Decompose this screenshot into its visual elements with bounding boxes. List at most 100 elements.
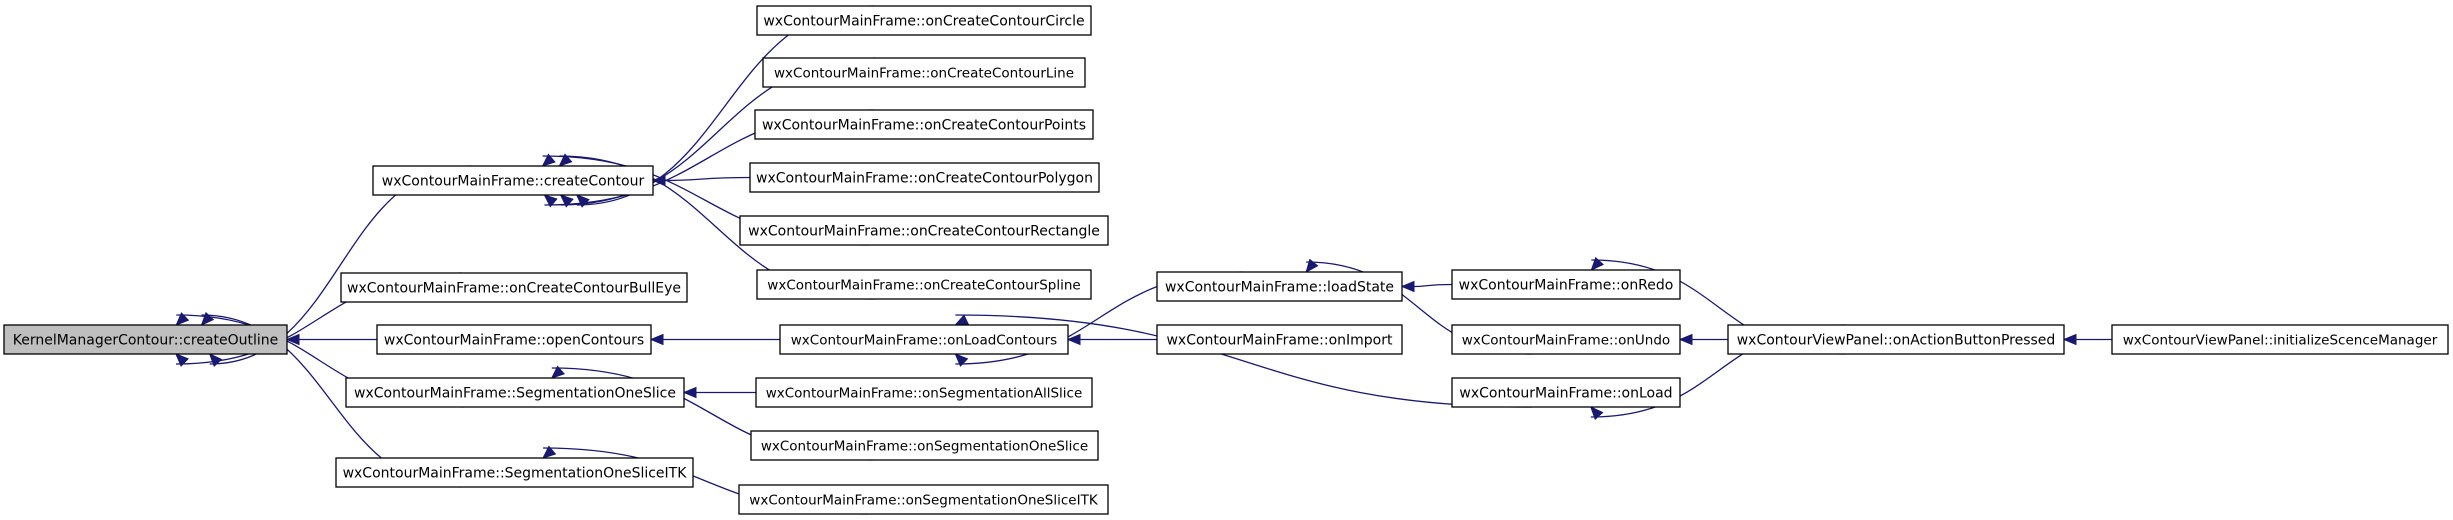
edge-line: [955, 314, 1532, 408]
node-box: [754, 109, 1094, 140]
edge-arrowhead: [1589, 406, 1604, 421]
node-box: [749, 162, 1100, 193]
node-label: wxContourMainFrame::onSegmentationOneSli…: [749, 493, 1099, 509]
edge-on-load-to-on-load-contours: [954, 314, 1532, 408]
node-initialize-scence-manager[interactable]: wxContourViewPanel::initializeScenceMana…: [2111, 324, 2449, 355]
node-box: [756, 5, 1092, 36]
node-create-contour[interactable]: wxContourMainFrame::createContour: [372, 165, 654, 196]
edge-arrowhead: [954, 314, 970, 326]
node-label: wxContourMainFrame::onCreateContourBullE…: [347, 281, 681, 297]
node-on-create-contour-points[interactable]: wxContourMainFrame::onCreateContourPoint…: [754, 109, 1094, 140]
edge-on-segmentation-all-slice-to-segmentation-one-slice: [682, 386, 757, 399]
node-box: [372, 165, 654, 196]
node-box: [756, 269, 1092, 300]
edge-arrowhead: [550, 365, 566, 379]
node-on-create-contour-spline[interactable]: wxContourMainFrame::onCreateContourSplin…: [756, 269, 1092, 300]
node-box: [755, 377, 1093, 408]
node-label: wxContourMainFrame::onCreateContourLine: [774, 66, 1074, 82]
node-on-import[interactable]: wxContourMainFrame::onImport: [1156, 324, 1403, 355]
node-box: [1156, 324, 1403, 355]
edge-open-contours-to-create-outline: [285, 333, 377, 346]
node-on-create-contour-line[interactable]: wxContourMainFrame::onCreateContourLine: [762, 57, 1086, 88]
edge-arrowhead: [682, 386, 697, 399]
node-label: wxContourMainFrame::loadState: [1165, 280, 1394, 296]
edge-on-redo-to-load-state: [1400, 280, 1453, 293]
edge-arrowhead: [1066, 333, 1081, 346]
node-on-action-button-pressed[interactable]: wxContourViewPanel::onActionButtonPresse…: [1727, 324, 2065, 355]
node-box: [779, 324, 1069, 355]
edge-on-action-button-pressed-to-on-undo: [1678, 333, 1728, 346]
edge-arrowhead: [175, 353, 189, 367]
edge-arrowhead: [558, 153, 573, 167]
node-box: [345, 377, 685, 408]
node-label: wxContourMainFrame::onLoadContours: [791, 333, 1057, 349]
edge-line: [1413, 283, 1453, 288]
node-label: wxContourMainFrame::onCreateContourRecta…: [748, 224, 1100, 240]
edge-arrowhead: [200, 311, 215, 326]
edge-arrowhead: [559, 194, 574, 208]
node-box: [1451, 377, 1681, 408]
node-on-load[interactable]: wxContourMainFrame::onLoad: [1451, 377, 1681, 408]
edge-arrowhead: [1305, 258, 1319, 274]
node-label: wxContourMainFrame::onRedo: [1459, 278, 1674, 294]
edge-arrowhead: [208, 353, 223, 368]
node-box: [376, 324, 652, 355]
edge-arrowhead: [1400, 280, 1415, 293]
node-box: [762, 57, 1086, 88]
node-box: [1156, 271, 1403, 302]
node-label: wxContourMainFrame::onCreateContourPolyg…: [756, 171, 1093, 187]
edge-arrowhead: [1678, 333, 1693, 346]
node-label: wxContourMainFrame::onCreateContourSplin…: [767, 278, 1080, 294]
node-on-undo[interactable]: wxContourMainFrame::onUndo: [1451, 324, 1681, 355]
node-box: [3, 324, 288, 355]
node-on-create-contour-bull-eye[interactable]: wxContourMainFrame::onCreateContourBullE…: [340, 272, 688, 303]
node-label: wxContourMainFrame::onCreateContourCircl…: [763, 14, 1084, 30]
node-create-outline[interactable]: KernelManagerContour::createOutline: [3, 324, 288, 355]
node-label: wxContourMainFrame::onSegmentationOneSli…: [761, 439, 1088, 455]
node-segmentation-one-slice-itk[interactable]: wxContourMainFrame::SegmentationOneSlice…: [335, 457, 694, 488]
edge-initialize-scence-manager-to-on-action-button-pressed: [2062, 333, 2112, 346]
node-label: KernelManagerContour::createOutline: [13, 333, 279, 349]
edge-on-import-to-on-load-contours: [1066, 333, 1157, 346]
node-label: wxContourViewPanel::initializeScenceMana…: [2123, 333, 2438, 349]
edge-arrowhead: [542, 445, 557, 459]
edge-arrowhead: [541, 153, 556, 167]
node-open-contours[interactable]: wxContourMainFrame::openContours: [376, 324, 652, 355]
node-segmentation-one-slice[interactable]: wxContourMainFrame::SegmentationOneSlice: [345, 377, 685, 408]
edge-arrowhead: [649, 333, 664, 346]
node-label: wxContourMainFrame::SegmentationOneSlice…: [343, 466, 688, 482]
node-box: [335, 457, 694, 488]
node-on-segmentation-one-slice[interactable]: wxContourMainFrame::onSegmentationOneSli…: [750, 430, 1099, 461]
node-on-segmentation-one-slice-itk[interactable]: wxContourMainFrame::onSegmentationOneSli…: [738, 484, 1109, 515]
node-label: wxContourViewPanel::onActionButtonPresse…: [1737, 333, 2056, 349]
node-box: [2111, 324, 2449, 355]
node-load-state[interactable]: wxContourMainFrame::loadState: [1156, 271, 1403, 302]
node-on-create-contour-polygon[interactable]: wxContourMainFrame::onCreateContourPolyg…: [749, 162, 1100, 193]
node-on-load-contours[interactable]: wxContourMainFrame::onLoadContours: [779, 324, 1069, 355]
node-on-create-contour-circle[interactable]: wxContourMainFrame::onCreateContourCircl…: [756, 5, 1092, 36]
edge-arrowhead: [954, 353, 969, 367]
edges-layer: [175, 5, 2112, 515]
node-label: wxContourMainFrame::SegmentationOneSlice: [354, 386, 676, 402]
node-on-redo[interactable]: wxContourMainFrame::onRedo: [1451, 269, 1681, 300]
node-box: [750, 430, 1099, 461]
node-label: wxContourMainFrame::onLoad: [1459, 386, 1672, 402]
node-box: [340, 272, 688, 303]
node-label: wxContourMainFrame::openContours: [384, 333, 644, 349]
node-label: wxContourMainFrame::onUndo: [1462, 333, 1670, 349]
node-on-create-contour-rectangle[interactable]: wxContourMainFrame::onCreateContourRecta…: [739, 215, 1109, 246]
edge-arrowhead: [2062, 333, 2077, 346]
node-on-segmentation-all-slice[interactable]: wxContourMainFrame::onSegmentationAllSli…: [755, 377, 1093, 408]
node-label: wxContourMainFrame::onImport: [1166, 333, 1393, 349]
edge-on-load-contours-to-open-contours: [649, 333, 780, 346]
nodes-layer: KernelManagerContour::createOutlinewxCon…: [3, 5, 2449, 515]
node-box: [1451, 324, 1681, 355]
edge-line: [664, 176, 751, 182]
node-box: [738, 484, 1109, 515]
edge-arrowhead: [285, 333, 300, 346]
edge-arrowhead: [543, 194, 558, 208]
edge-arrowhead: [175, 312, 190, 326]
node-box: [739, 215, 1109, 246]
node-label: wxContourMainFrame::createContour: [382, 174, 645, 190]
